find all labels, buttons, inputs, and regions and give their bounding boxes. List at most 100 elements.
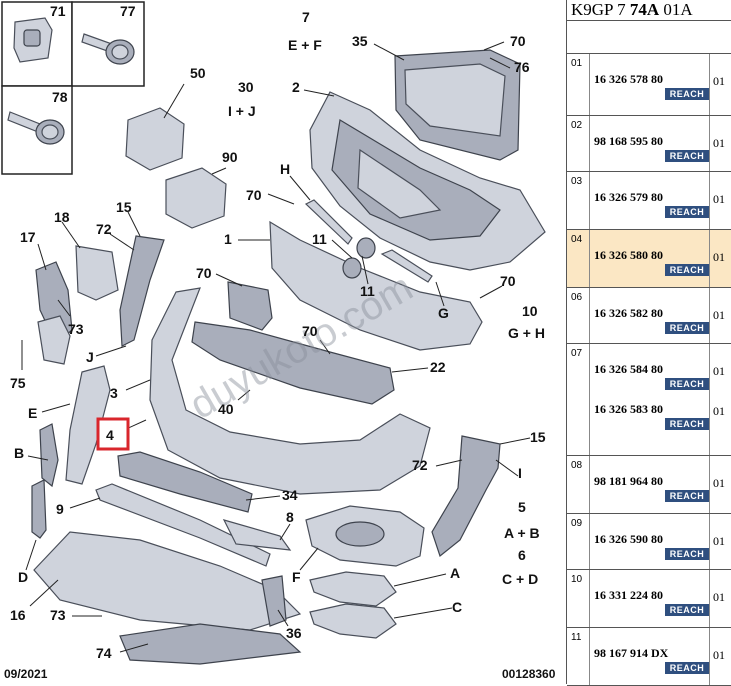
part-number[interactable]: 16 326 584 80 [594,362,663,376]
row-number: 07 [571,348,583,359]
reach-badge: REACH [665,662,709,674]
part-C-shape [309,603,397,639]
reach-badge: REACH [665,418,709,430]
part-9-shape [95,483,271,567]
part-number[interactable]: 16 326 590 80 [594,532,663,546]
callout-H: H [280,161,290,177]
callout-50: 50 [190,65,206,81]
callout-11-b: 11 [360,283,375,299]
callout-75: 75 [10,375,26,391]
callout-70-d: 70 [302,323,318,339]
row-number: 10 [571,574,583,585]
part-8-shape [222,519,292,551]
part-A-shape [309,571,397,607]
callout-34: 34 [282,487,298,503]
reach-badge: REACH [665,604,709,616]
row-divider [709,344,710,455]
part-number[interactable]: 16 326 578 80 [594,72,663,86]
highlight-box-4[interactable] [96,417,130,451]
part-11-emblem-shape [342,257,362,279]
inset-box-78[interactable]: 78 [1,85,73,175]
exploded-parts-diagram: 71 77 78 [1,1,556,681]
callout-15-b: 15 [530,429,546,445]
bumper-cover-shape [149,287,431,495]
part-number[interactable]: 16 326 582 80 [594,306,663,320]
part-number[interactable]: 16 326 583 80 [594,402,663,416]
reach-badge: REACH [665,548,709,560]
callout-E: E [28,405,37,421]
row-divider [709,456,710,513]
part-quantity: 01 [713,250,725,264]
callout-17: 17 [20,229,36,245]
callout-22: 22 [430,359,446,375]
callout-C-D: C + D [502,571,538,587]
row-divider [589,116,590,171]
part-22-shape [191,321,395,405]
callout-30: 30 [238,79,254,95]
row-divider [589,514,590,569]
row-number: 06 [571,292,583,303]
row-number: 04 [571,234,583,245]
callout-1: 1 [224,231,232,247]
part-quantity: 01 [713,308,725,322]
part-number[interactable]: 98 181 964 80 [594,474,663,488]
part-40-shape [227,281,273,331]
row-divider [709,54,710,115]
callout-74: 74 [96,645,112,661]
callout-I: I [518,465,522,481]
footer-date: 09/2021 [4,667,48,681]
row-number: 11 [571,632,582,643]
inset-label-78: 78 [52,89,68,105]
part-quantity: 01 [713,534,725,548]
part-number[interactable]: 16 331 224 80 [594,588,663,602]
callout-A-B: A + B [504,525,540,541]
part-number[interactable]: 98 168 595 80 [594,134,663,148]
row-divider [589,54,590,115]
row-divider [709,230,710,287]
callout-2: 2 [292,79,300,95]
row-divider [709,116,710,171]
part-number[interactable]: 16 326 579 80 [594,190,663,204]
part-number[interactable]: 98 167 914 DX [594,646,669,660]
part-G-shape [380,249,433,283]
callout-J: J [86,349,94,365]
inset-box-71[interactable]: 71 [1,1,73,87]
inset-box-77[interactable]: 77 [71,1,145,87]
row-divider [709,570,710,627]
part-74-shape [119,623,302,665]
row-divider [589,230,590,287]
part-number[interactable]: 16 326 580 80 [594,248,663,262]
callout-10: 10 [522,303,538,319]
callout-36: 36 [286,625,302,641]
part-18-shape [75,245,119,301]
row-divider [589,172,590,229]
part-15-right-shape [431,435,501,558]
row-number: 02 [571,120,583,131]
row-number: 09 [571,518,583,529]
inset-label-71: 71 [50,3,66,19]
part-quantity: 01 [713,74,725,88]
callout-G: G [438,305,449,321]
callout-B: B [14,445,24,461]
row-number: 08 [571,460,583,471]
reach-badge: REACH [665,264,709,276]
callout-A: A [450,565,460,581]
row-divider [709,288,710,343]
callout-70: 70 [510,33,526,49]
callout-72: 72 [96,221,112,237]
callout-3: 3 [110,385,118,401]
part-50-shape [125,107,185,171]
callout-35: 35 [352,33,368,49]
